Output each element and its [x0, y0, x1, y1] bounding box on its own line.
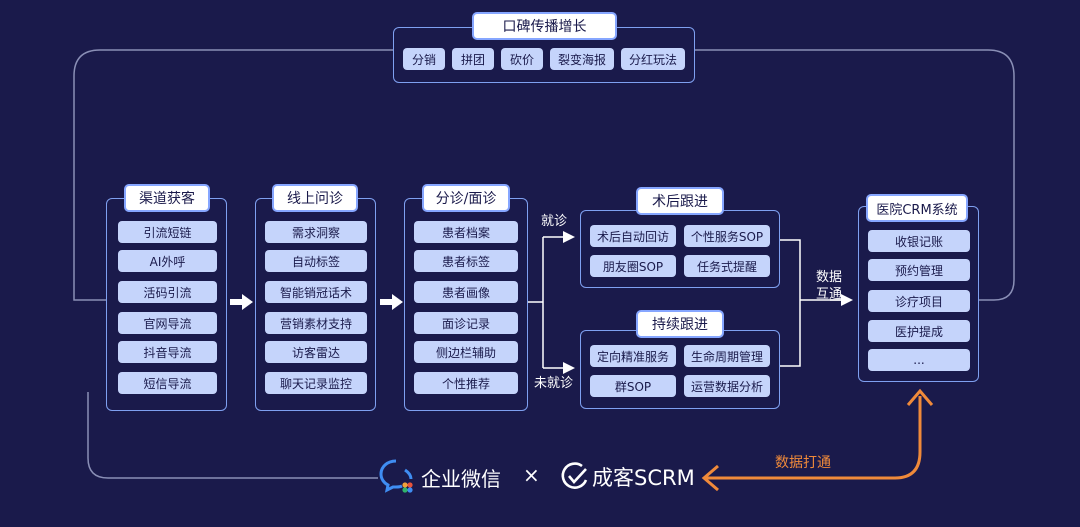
top-panel-title: 口碑传播增长 [472, 12, 617, 40]
postop-item: 术后自动回访 [590, 225, 676, 247]
postop-panel-title: 术后跟进 [636, 187, 724, 215]
consult-item: 营销素材支持 [265, 312, 367, 334]
crm-item: ... [868, 349, 970, 371]
outer-loop-line [73, 49, 393, 301]
times-sign: × [523, 463, 540, 487]
consult-item: 聊天记录监控 [265, 372, 367, 394]
crm-item: 诊疗项目 [868, 290, 970, 312]
consult-panel-title: 线上问诊 [272, 184, 358, 212]
consult-item: 访客雷达 [265, 341, 367, 363]
branch-line [527, 237, 544, 368]
merge-line [780, 239, 848, 367]
top-item: 分红玩法 [621, 48, 685, 70]
postop-item: 个性服务SOP [684, 225, 770, 247]
postop-item: 任务式提醒 [684, 255, 770, 277]
outer-loop-right-line [695, 49, 1015, 301]
top-item: 砍价 [501, 48, 543, 70]
top-item: 裂变海报 [550, 48, 614, 70]
wecom-label: 企业微信 [421, 467, 501, 491]
continuous-item: 运营数据分析 [684, 375, 770, 397]
data-exchange-label-line2: 互通 [816, 287, 843, 302]
chengke-logo [561, 462, 588, 489]
channel-item: AI外呼 [118, 250, 217, 272]
channel-item: 引流短链 [118, 221, 217, 243]
top-item: 分销 [403, 48, 445, 70]
continuous-panel-title: 持续跟进 [636, 310, 724, 338]
continuous-item: 定向精准服务 [590, 345, 676, 367]
orange-arrow-left [701, 464, 719, 492]
arrow-col2-col3 [380, 294, 403, 310]
continuous-item: 生命周期管理 [684, 345, 770, 367]
triage-item: 患者画像 [414, 281, 518, 303]
triage-item: 面诊记录 [414, 312, 518, 334]
wecom-logo [379, 459, 413, 493]
bottom-loop-line [87, 392, 378, 479]
crm-item: 收银记账 [868, 230, 970, 252]
crm-item: 预约管理 [868, 259, 970, 281]
channel-item: 短信导流 [118, 372, 217, 394]
triage-item: 侧边栏辅助 [414, 341, 518, 363]
consult-item: 智能销冠话术 [265, 281, 367, 303]
channel-item: 抖音导流 [118, 341, 217, 363]
continuous-item: 群SOP [590, 375, 676, 397]
channel-item: 活码引流 [118, 281, 217, 303]
consult-item: 需求洞察 [265, 221, 367, 243]
data-open-label: 数据打通 [775, 455, 831, 471]
branch-yes-label: 就诊 [541, 214, 568, 229]
data-exchange-label-line1: 数据 [816, 270, 843, 285]
orange-arrow-up [906, 388, 934, 406]
channel-panel-title: 渠道获客 [124, 184, 210, 212]
branch-no-label: 未就诊 [534, 376, 574, 391]
triage-item: 患者标签 [414, 250, 518, 272]
chengke-brand-label: 成客SCRM [592, 466, 695, 490]
consult-item: 自动标签 [265, 250, 367, 272]
top-item: 拼团 [452, 48, 494, 70]
crm-panel-title: 医院CRM系统 [866, 194, 968, 222]
triage-item: 患者档案 [414, 221, 518, 243]
triage-item: 个性推荐 [414, 372, 518, 394]
orange-link-line [706, 396, 922, 480]
arrow-col1-col2 [230, 294, 253, 310]
triage-panel-title: 分诊/面诊 [422, 184, 510, 212]
crm-item: 医护提成 [868, 320, 970, 342]
channel-item: 官网导流 [118, 312, 217, 334]
continuous-panel [580, 330, 780, 409]
postop-item: 朋友圈SOP [590, 255, 676, 277]
